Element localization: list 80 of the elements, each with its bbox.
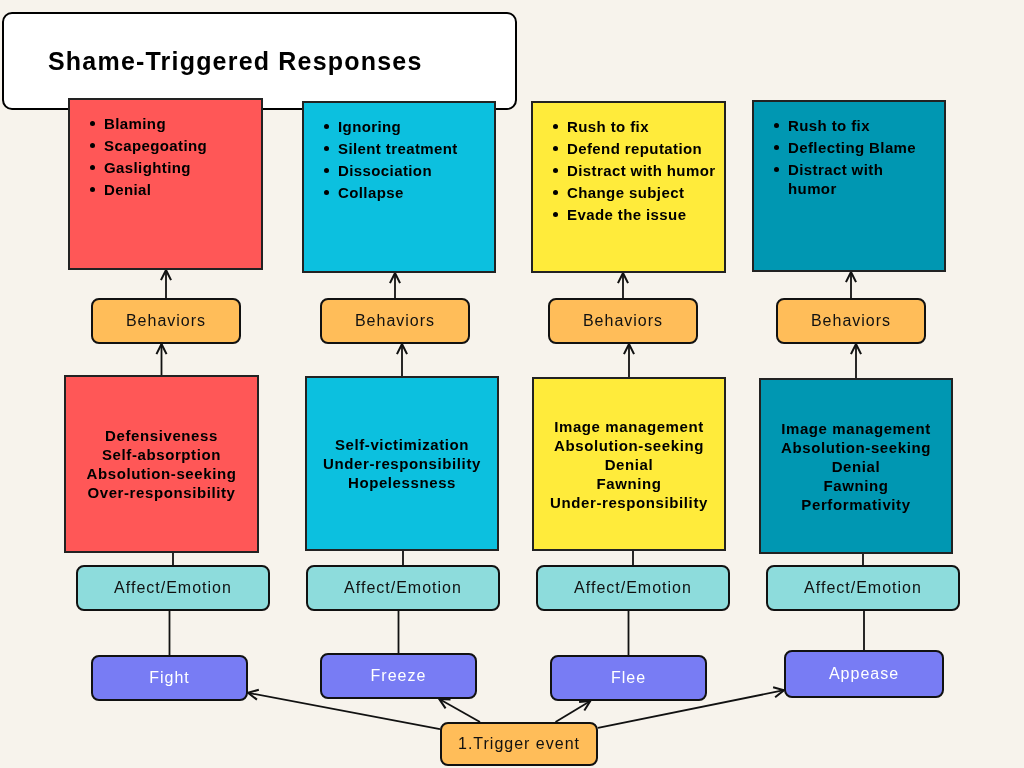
emotion-text: Absolution-seeking bbox=[86, 464, 237, 483]
arrow bbox=[388, 272, 402, 299]
arrow bbox=[849, 343, 863, 379]
box-label: Affect/Emotion bbox=[344, 579, 462, 597]
box-label: Behaviors bbox=[582, 312, 664, 330]
arrow bbox=[554, 700, 592, 723]
bullet-item: Evade the issue bbox=[567, 205, 687, 224]
bullet-item: Defend reputation bbox=[567, 139, 703, 158]
emotion-text: Image management bbox=[554, 416, 704, 436]
bullet-item: Silent treatment bbox=[338, 139, 458, 158]
bullet-item: Denial bbox=[104, 180, 152, 199]
bullet-item: Dissociation bbox=[338, 161, 432, 180]
emotion-box bbox=[64, 375, 259, 553]
emotion-text: Performativity bbox=[801, 494, 911, 514]
behaviors-box bbox=[548, 298, 698, 344]
emotion-text: Denial bbox=[604, 454, 654, 474]
affect-box bbox=[766, 565, 960, 611]
arrow bbox=[247, 688, 441, 730]
behavior-list-box bbox=[68, 98, 263, 270]
emotion-text: Self-absorption bbox=[102, 445, 221, 464]
emotion-box bbox=[305, 376, 499, 551]
response-box bbox=[550, 655, 707, 701]
box-label: Freeze bbox=[370, 667, 427, 685]
affect-box bbox=[536, 565, 730, 611]
box-label: Behaviors bbox=[354, 312, 436, 330]
arrow bbox=[395, 343, 409, 377]
arrow bbox=[616, 272, 630, 299]
box-label: Fight bbox=[149, 669, 190, 687]
emotion-text: Denial bbox=[831, 456, 881, 476]
behavior-list-box bbox=[302, 101, 496, 273]
box-label: Affect/Emotion bbox=[114, 579, 232, 597]
affect-box bbox=[306, 565, 500, 611]
trigger-box bbox=[440, 722, 598, 766]
response-box bbox=[320, 653, 477, 699]
emotion-box bbox=[532, 377, 726, 551]
behavior-list-box bbox=[531, 101, 726, 273]
emotion-text: Hopelessness bbox=[347, 473, 457, 492]
arrow bbox=[597, 686, 785, 729]
box-label: Behaviors bbox=[125, 312, 207, 330]
bullet-item: Distract with humor bbox=[567, 161, 716, 180]
emotion-text: Over-responsibility bbox=[87, 483, 236, 502]
bullet-item: Distract with humor bbox=[788, 160, 885, 198]
box-label: Affect/Emotion bbox=[804, 579, 922, 597]
bullet-item: Blaming bbox=[104, 114, 166, 133]
title: Shame-Triggered Responses bbox=[48, 46, 423, 76]
emotion-text: Fawning bbox=[596, 473, 662, 493]
box-label: Affect/Emotion bbox=[574, 579, 692, 597]
emotion-text: Image management bbox=[781, 418, 931, 438]
affect-box bbox=[76, 565, 270, 611]
behaviors-box bbox=[91, 298, 241, 344]
emotion-text: Absolution-seeking bbox=[781, 437, 931, 457]
arrow bbox=[159, 269, 173, 299]
arrow bbox=[622, 343, 636, 378]
bullet-item: Change subject bbox=[567, 183, 685, 202]
response-box bbox=[91, 655, 248, 701]
arrow bbox=[844, 271, 858, 299]
box-label: 1.Trigger event bbox=[458, 735, 580, 753]
bullet-item: Rush to fix bbox=[567, 117, 649, 136]
arrow bbox=[438, 698, 481, 723]
emotion-box bbox=[759, 378, 953, 554]
bullet-item: Ignoring bbox=[338, 117, 402, 136]
emotion-text: Under-responsibility bbox=[323, 454, 481, 473]
bullet-item: Collapse bbox=[338, 183, 404, 202]
box-label: Flee bbox=[610, 669, 647, 687]
bullet-item: Rush to fix bbox=[788, 116, 870, 135]
box-label: Behaviors bbox=[810, 312, 892, 330]
behavior-list-box bbox=[752, 100, 946, 272]
arrow bbox=[155, 343, 168, 376]
response-box bbox=[784, 650, 944, 698]
behaviors-box bbox=[320, 298, 470, 344]
bullet-item: Deflecting Blame bbox=[788, 138, 917, 157]
emotion-text: Defensiveness bbox=[105, 426, 218, 445]
box-label: Appease bbox=[828, 665, 900, 683]
emotion-text: Absolution-seeking bbox=[554, 435, 704, 455]
emotion-text: Fawning bbox=[823, 475, 889, 495]
emotion-text: Under-responsibility bbox=[550, 492, 708, 512]
behaviors-box bbox=[776, 298, 926, 344]
emotion-text: Self-victimization bbox=[334, 435, 470, 454]
bullet-item: Scapegoating bbox=[104, 136, 208, 155]
bullet-item: Gaslighting bbox=[104, 158, 191, 177]
